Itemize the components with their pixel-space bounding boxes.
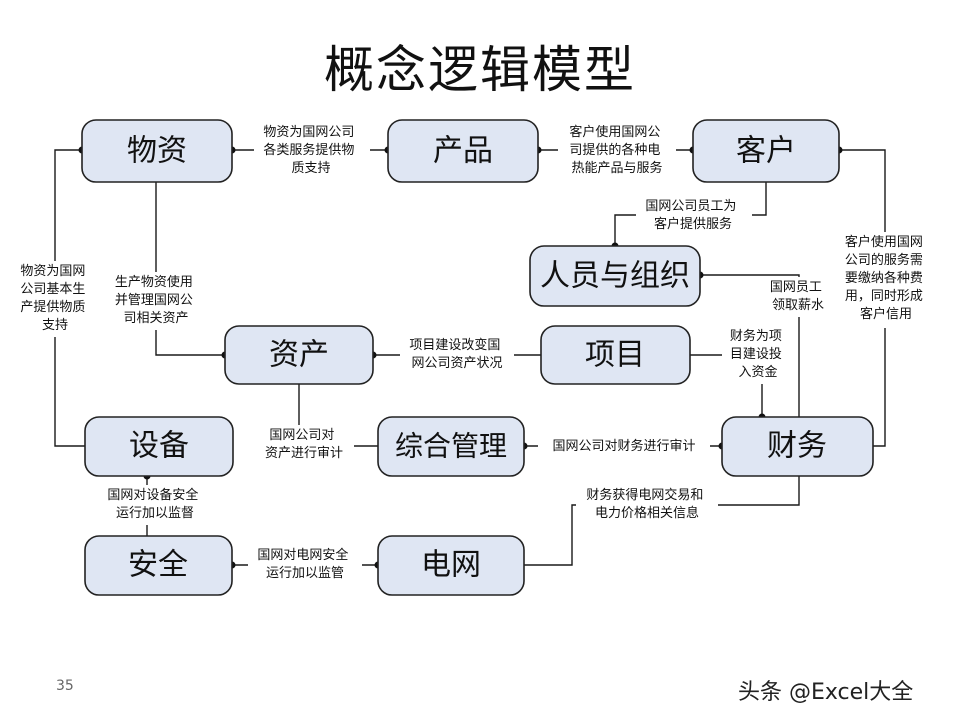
edge-label-chanpin-kehu: 客户使用国网公 司提供的各种电 热能产品与服务 bbox=[569, 124, 664, 176]
node-zonghe[interactable]: 综合管理 bbox=[377, 416, 525, 477]
edge-label-caiwu-xiangmu: 财务为项 目建设投 入资金 bbox=[730, 328, 786, 380]
edge-wuzi-zichan bbox=[155, 182, 225, 356]
node-wuzi-label: 物资 bbox=[127, 134, 187, 169]
node-xiangmu-label: 项目 bbox=[585, 338, 645, 373]
edge-label-renyuan-caiwu: 国网员工 领取薪水 bbox=[770, 280, 826, 313]
node-wuzi[interactable]: 物资 bbox=[81, 119, 233, 183]
watermark: 头条 @Excel大全 bbox=[738, 680, 914, 705]
edge-label-kehu-caiwu: 客户使用国网 公司的服务需 要缴纳各种费 用，同时形成 客户信用 bbox=[845, 234, 927, 322]
edge-renyuan-caiwu bbox=[700, 274, 800, 417]
edge-caiwu-dianwang bbox=[524, 476, 800, 566]
edge-label-wuzi-shebei: 物资为国网 公司基本生 产提供物质 支持 bbox=[20, 264, 89, 333]
edge-labels: 物资为国网公司 各类服务提供物 质支持 客户使用国网公 司提供的各种电 热能产品… bbox=[12, 121, 936, 585]
node-caiwu[interactable]: 财务 bbox=[721, 416, 874, 477]
node-chanpin[interactable]: 产品 bbox=[387, 119, 539, 183]
node-anquan[interactable]: 安全 bbox=[84, 535, 233, 596]
node-shebei[interactable]: 设备 bbox=[84, 416, 234, 477]
edge-label-xiangmu-zichan: 项目建设改变国 网公司资产状况 bbox=[409, 337, 504, 371]
node-anquan-label: 安全 bbox=[128, 548, 188, 583]
node-dianwang[interactable]: 电网 bbox=[377, 535, 525, 596]
node-renyuan[interactable]: 人员与组织 bbox=[529, 245, 701, 307]
node-shebei-label: 设备 bbox=[129, 429, 189, 464]
node-zichan[interactable]: 资产 bbox=[224, 325, 374, 385]
node-renyuan-label: 人员与组织 bbox=[540, 259, 690, 294]
edge-label-zonghe-caiwu: 国网公司对财务进行审计 bbox=[552, 438, 695, 454]
edge-label-wuzi-chanpin: 物资为国网公司 各类服务提供物 质支持 bbox=[263, 125, 358, 176]
node-dianwang-label: 电网 bbox=[421, 548, 481, 583]
node-zichan-label: 资产 bbox=[269, 338, 329, 373]
edge-label-wuzi-zichan: 生产物资使用 并管理国网公 司相关资产 bbox=[115, 274, 197, 326]
edge-label-kehu-renyuan: 国网公司员工为 客户提供服务 bbox=[645, 199, 740, 232]
node-caiwu-label: 财务 bbox=[767, 429, 827, 464]
node-kehu[interactable]: 客户 bbox=[692, 119, 840, 183]
edge-label-shebei-anquan: 国网对设备安全 运行加以监督 bbox=[107, 487, 202, 521]
node-kehu-label: 客户 bbox=[736, 134, 796, 169]
node-chanpin-label: 产品 bbox=[433, 134, 493, 169]
node-zonghe-label: 综合管理 bbox=[395, 430, 507, 463]
node-xiangmu[interactable]: 项目 bbox=[540, 325, 691, 385]
edge-label-zichan-zonghe: 国网公司对 资产进行审计 bbox=[265, 428, 343, 461]
edge-label-caiwu-dianwang: 财务获得电网交易和 电力价格相关信息 bbox=[586, 487, 707, 521]
edge-label-anquan-dianwang: 国网对电网安全 运行加以监管 bbox=[257, 547, 352, 581]
page-title: 概念逻辑模型 bbox=[324, 41, 636, 99]
page-number: 35 bbox=[56, 678, 74, 694]
